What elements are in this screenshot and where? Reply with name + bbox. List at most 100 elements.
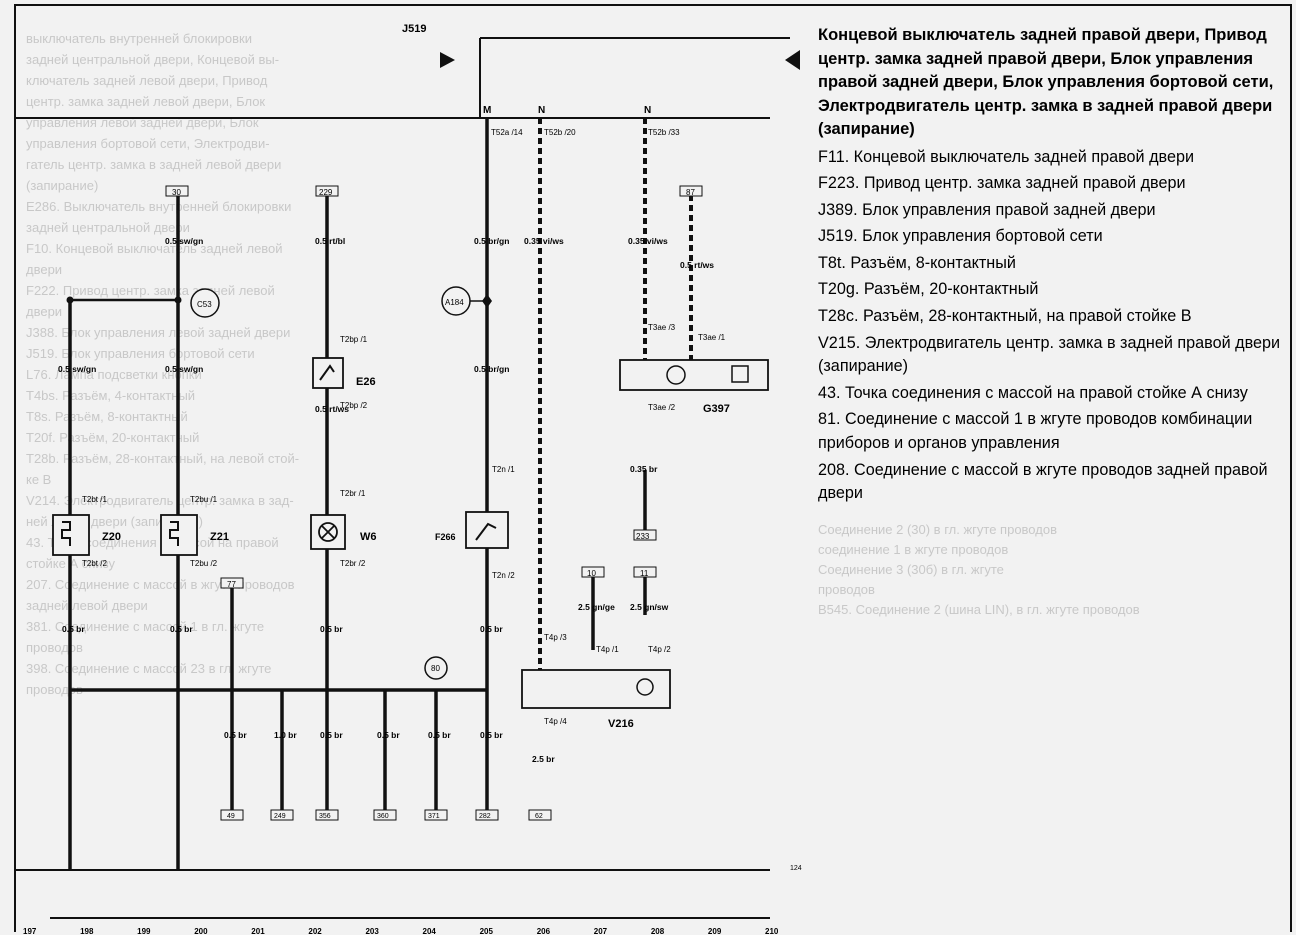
- label-n1: N: [538, 105, 545, 116]
- arrow-left-icon: [785, 50, 800, 70]
- legend-item: J519. Блок управления бортовой сети: [818, 227, 1103, 246]
- ghost-line: 381. Соединение с массой 1 в гл. жгуте: [26, 619, 265, 634]
- svg-text:360: 360: [377, 813, 389, 820]
- f266-switch: F266: [435, 511, 509, 549]
- terminal-229: 229: [315, 185, 339, 197]
- svg-text:0.5 rt/bl: 0.5 rt/bl: [315, 236, 345, 246]
- e26-label: E26: [356, 376, 376, 388]
- svg-text:49: 49: [227, 813, 235, 820]
- svg-text:2.5 br: 2.5 br: [532, 754, 555, 764]
- ghost-line: T28b. Разъём, 28-контактный, на левой ст…: [26, 451, 300, 466]
- svg-text:0.5 br: 0.5 br: [170, 624, 193, 634]
- label-n2: N: [644, 105, 651, 116]
- scale-tick-label: 207: [594, 927, 608, 935]
- page-frame: [14, 4, 1292, 932]
- scale-tick-label: 199: [137, 927, 151, 935]
- svg-text:T2n /1: T2n /1: [492, 465, 515, 474]
- ghost-line: гатель центр. замка в задней левой двери: [26, 157, 282, 172]
- c53-connector: [190, 288, 220, 318]
- ghost-line: (запирание): [26, 178, 99, 193]
- svg-text:T3ae /2: T3ae /2: [648, 403, 676, 412]
- legend-items: F11. Концевой выключатель задней правой …: [818, 146, 1288, 506]
- a184-label: A184: [445, 298, 464, 307]
- z20-label: Z20: [102, 531, 121, 543]
- svg-text:87: 87: [686, 188, 695, 197]
- svg-text:0.5 br: 0.5 br: [224, 730, 247, 740]
- svg-text:2.5 gn/ge: 2.5 gn/ge: [578, 602, 615, 612]
- v216-label: V216: [608, 718, 634, 730]
- svg-text:282: 282: [479, 813, 491, 820]
- ghost-line: Соединение 3 (30б) в гл. жгуте: [818, 562, 1004, 577]
- scale-tick-label: 198: [80, 927, 94, 935]
- terminal-87: 87: [679, 185, 703, 197]
- legend-panel: Концевой выключатель задней правой двери…: [818, 24, 1288, 509]
- z21-heater: Z21: [160, 514, 229, 556]
- svg-text:77: 77: [227, 580, 236, 589]
- svg-text:T2bu /2: T2bu /2: [190, 559, 218, 568]
- svg-text:T2bp /1: T2bp /1: [340, 335, 368, 344]
- j519-label: J519: [402, 23, 426, 35]
- svg-text:356: 356: [319, 813, 331, 820]
- svg-text:30: 30: [172, 188, 181, 197]
- scale-tick-label: 204: [423, 927, 437, 935]
- svg-text:0.5 br/gn: 0.5 br/gn: [474, 364, 509, 374]
- ghost-line: ключатель задней левой двери, Привод: [26, 73, 268, 88]
- g397-sensor: G397: [619, 359, 769, 415]
- svg-text:0.35 br: 0.35 br: [630, 464, 658, 474]
- svg-text:229: 229: [319, 188, 333, 197]
- svg-text:T2bt /1: T2bt /1: [82, 495, 107, 504]
- bottom-terminals: 49 249 356 360 371 282 62: [220, 809, 552, 821]
- svg-text:2.5 gn/sw: 2.5 gn/sw: [630, 602, 669, 612]
- svg-text:0.5 br/gn: 0.5 br/gn: [474, 236, 509, 246]
- svg-text:0.5 br: 0.5 br: [62, 624, 85, 634]
- c53-label: C53: [197, 300, 212, 309]
- svg-text:T2n /2: T2n /2: [492, 571, 515, 580]
- label-m: M: [483, 105, 491, 116]
- page-number: 124: [790, 865, 802, 872]
- striped-wire-group: [538, 118, 693, 680]
- svg-text:11: 11: [640, 569, 649, 578]
- svg-text:0.5 br: 0.5 br: [428, 730, 451, 740]
- ghost-line: задней центральной двери: [26, 220, 190, 235]
- svg-text:10: 10: [587, 569, 596, 578]
- scale-tick-label: 210: [765, 927, 779, 935]
- f266-label: F266: [435, 532, 456, 542]
- ghost-line: B545. Соединение 2 (шина LIN), в гл. жгу…: [818, 602, 1140, 617]
- svg-text:0.5 sw/gn: 0.5 sw/gn: [165, 236, 203, 246]
- legend-item: 81. Соединение с массой 1 в жгуте провод…: [818, 410, 1253, 453]
- z20-heater: Z20: [52, 514, 121, 556]
- ghost-line: F10. Концевой выключатель задней левой: [26, 241, 283, 256]
- terminal-30: 30: [165, 185, 189, 197]
- ghost-line: E286. Выключатель внутренней блокировки: [26, 199, 292, 214]
- svg-text:T4p /1: T4p /1: [596, 645, 619, 654]
- svg-text:0.35 vi/ws: 0.35 vi/ws: [628, 236, 668, 246]
- ghost-line: T8s. Разъём, 8-контактный: [26, 409, 188, 424]
- svg-text:T3ae /1: T3ae /1: [698, 333, 726, 342]
- legend-item: T28c. Разъём, 28-контактный, на правой с…: [818, 307, 1192, 326]
- v216-motor: V216: [521, 669, 671, 730]
- svg-text:0.5 br: 0.5 br: [480, 730, 503, 740]
- legend-item: T20g. Разъём, 20-контактный: [818, 280, 1039, 299]
- ghost-line: ке В: [26, 472, 52, 487]
- ghost-line: J388. Блок управления левой задней двери: [26, 325, 291, 340]
- svg-text:0.5 br: 0.5 br: [320, 730, 343, 740]
- legend-title: Концевой выключатель задней правой двери…: [818, 26, 1274, 138]
- j519-control-unit: J519: [16, 23, 790, 119]
- svg-text:T3ae /3: T3ae /3: [648, 323, 676, 332]
- svg-text:62: 62: [535, 813, 543, 820]
- svg-text:T2br /2: T2br /2: [340, 559, 366, 568]
- ghost-line: задней центральной двери, Концевой вы-: [26, 52, 280, 67]
- junction-dot: [66, 296, 74, 304]
- ghost-line: выключатель внутренней блокировки: [26, 31, 252, 46]
- svg-text:T2bp /2: T2bp /2: [340, 401, 368, 410]
- mid-terminals: 233 10 11 77 80: [220, 529, 657, 680]
- ghost-line: центр. замка задней левой двери, Блок: [26, 94, 266, 109]
- svg-text:0.5 br: 0.5 br: [320, 624, 343, 634]
- svg-text:233: 233: [636, 532, 650, 541]
- scale-tick-label: 205: [480, 927, 494, 935]
- ghost-line: 398. Соединение с массой 23 в гл. жгуте: [26, 661, 272, 676]
